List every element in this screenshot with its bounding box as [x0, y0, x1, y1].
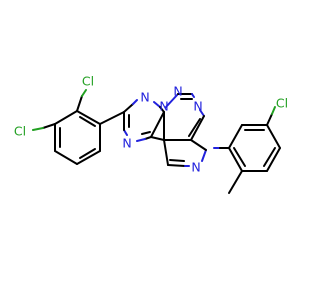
bond — [153, 101, 161, 108]
bond — [201, 149, 207, 162]
double-bond-inner — [233, 147, 246, 167]
bond — [144, 136, 152, 140]
bond — [191, 93, 195, 98]
bond — [190, 139, 207, 151]
bond — [132, 99, 138, 105]
bond — [190, 115, 205, 141]
bond — [165, 93, 179, 108]
pyrimidine-ring — [163, 93, 205, 141]
chemical-structure-diagram: Cl Cl N N N N N N Cl — [14, 74, 288, 194]
bond — [136, 138, 146, 142]
bond — [54, 110, 78, 125]
bond — [167, 164, 186, 167]
chloromethylphenyl-ring — [213, 106, 281, 194]
bond — [163, 139, 169, 166]
double-bond-inner — [263, 147, 276, 167]
atom-label-nitrogen: N — [140, 90, 149, 105]
bond — [32, 127, 44, 131]
bond — [76, 95, 83, 112]
bond — [76, 110, 101, 125]
bond — [266, 147, 281, 172]
atom-label-nitrogen: N — [122, 136, 131, 151]
bond — [150, 136, 165, 141]
bond — [159, 106, 165, 113]
bond — [123, 103, 134, 113]
atom-label-chlorine: Cl — [14, 124, 26, 139]
bond — [81, 89, 87, 97]
bond — [76, 150, 101, 165]
atom-labels: Cl Cl N N N N N N Cl — [14, 74, 288, 175]
bond — [99, 111, 125, 125]
structure-canvas: Cl Cl N N N N N N Cl — [14, 74, 288, 194]
bond — [150, 111, 165, 138]
atom-label-nitrogen: N — [159, 99, 168, 114]
bond — [199, 109, 205, 117]
bond — [42, 123, 56, 129]
atom-label-chlorine: Cl — [82, 74, 94, 89]
bond — [228, 124, 243, 149]
double-bond-inner — [169, 159, 185, 162]
triazole-ring — [123, 99, 165, 142]
double-bond-inner — [79, 148, 96, 159]
dichlorophenyl-ring — [32, 89, 125, 165]
bond — [54, 150, 78, 165]
double-bond-inner — [79, 116, 96, 127]
bond — [266, 113, 273, 126]
pyrazole-ring — [150, 136, 207, 167]
atom-label-nitrogen: N — [191, 160, 200, 175]
bond — [228, 147, 243, 172]
atom-label-nitrogen: N — [193, 99, 202, 114]
atom-label-nitrogen: N — [173, 84, 182, 99]
double-bond-inner — [141, 131, 151, 135]
bond — [266, 124, 281, 149]
double-bond-inner — [188, 118, 201, 137]
bond — [271, 106, 276, 115]
atom-label-chlorine: Cl — [276, 96, 288, 111]
methyl-bond — [228, 170, 243, 194]
